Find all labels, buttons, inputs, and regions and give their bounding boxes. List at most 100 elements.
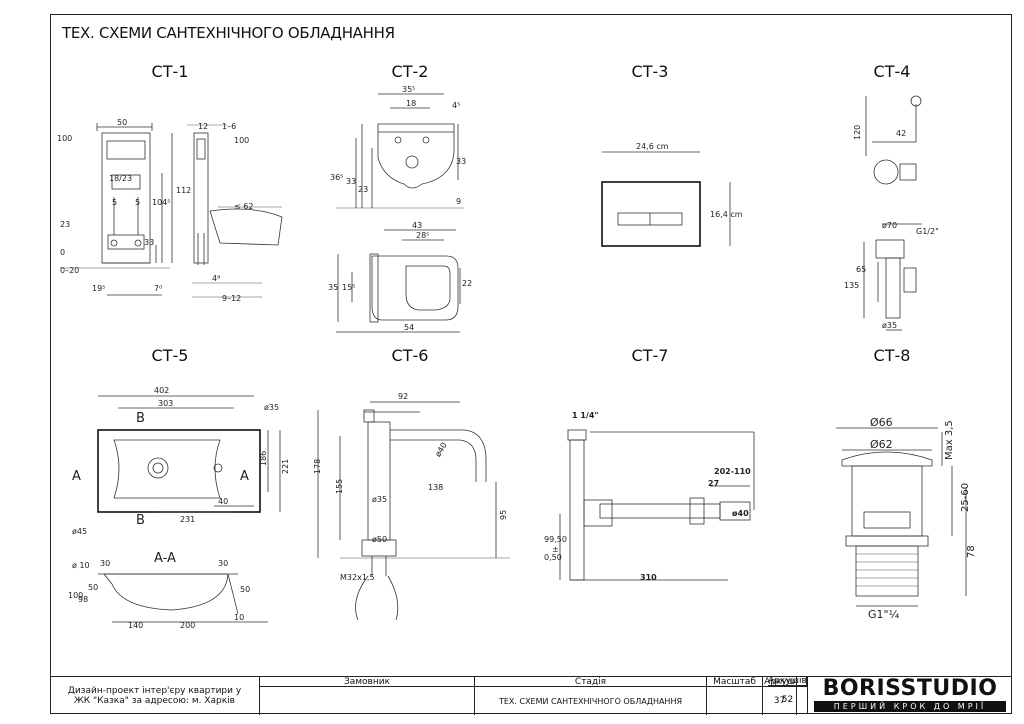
svg-text:221: 221 xyxy=(281,459,290,474)
svg-text:ø40: ø40 xyxy=(732,509,749,518)
svg-text:43: 43 xyxy=(412,221,422,230)
project-line-1: Дизайн-проект інтер'єру квартири у xyxy=(67,686,242,696)
svg-text:ø 10: ø 10 xyxy=(72,561,90,570)
svg-text:ø70: ø70 xyxy=(882,221,897,230)
svg-text:36⁵: 36⁵ xyxy=(330,173,343,182)
svg-text:40: 40 xyxy=(218,497,228,506)
svg-text:35: 35 xyxy=(328,283,338,292)
svg-text:42: 42 xyxy=(896,129,906,138)
svg-text:0,50: 0,50 xyxy=(544,553,562,562)
svg-text:100: 100 xyxy=(68,591,83,600)
svg-text:Ø62: Ø62 xyxy=(870,438,893,451)
svg-text:27: 27 xyxy=(708,479,719,488)
svg-text:303: 303 xyxy=(158,399,173,408)
scale-value xyxy=(707,687,763,715)
label-ct1: СТ-1 xyxy=(151,62,189,81)
svg-text:402: 402 xyxy=(154,386,169,395)
brand-tagline: ПЕРШИЙ КРОК ДО МРІЇ xyxy=(814,701,1006,712)
svg-text:18/23: 18/23 xyxy=(109,174,132,183)
svg-text:24,6 cm: 24,6 cm xyxy=(636,142,669,151)
sheet-frame xyxy=(50,14,1012,714)
label-ct4: СТ-4 xyxy=(873,62,911,81)
svg-text:50: 50 xyxy=(117,118,127,127)
svg-text:112: 112 xyxy=(176,186,191,195)
svg-text:1 1/4": 1 1/4" xyxy=(572,411,599,420)
svg-text:186: 186 xyxy=(259,451,268,466)
svg-text:ø45: ø45 xyxy=(72,527,87,536)
svg-text:19⁵: 19⁵ xyxy=(92,284,105,293)
svg-text:Max 3,5: Max 3,5 xyxy=(944,420,955,460)
svg-text:33: 33 xyxy=(456,157,466,166)
ct3-drawing: 24,6 cm 16,4 cm xyxy=(601,142,743,247)
svg-text:120: 120 xyxy=(853,125,862,140)
svg-text:18: 18 xyxy=(406,99,416,108)
svg-text:0: 0 xyxy=(60,248,65,257)
svg-text:78: 78 xyxy=(966,545,977,558)
label-ct6: СТ-6 xyxy=(391,346,429,365)
svg-text:±: ± xyxy=(552,545,559,554)
svg-text:5: 5 xyxy=(112,198,117,207)
svg-text:B: B xyxy=(136,411,145,426)
svg-text:G1/2": G1/2" xyxy=(916,227,939,236)
svg-text:ø35: ø35 xyxy=(372,495,387,504)
svg-text:33: 33 xyxy=(346,177,356,186)
svg-text:22: 22 xyxy=(462,279,472,288)
svg-text:135: 135 xyxy=(844,281,859,290)
svg-text:23: 23 xyxy=(60,220,70,229)
brand-name: BORISSTUDIO xyxy=(822,676,998,701)
header-total-sheets: Аркушів xyxy=(768,675,808,686)
svg-text:202-110: 202-110 xyxy=(714,467,751,476)
project-description: Дизайн-проект інтер'єру квартири у ЖК "К… xyxy=(50,677,260,715)
svg-text:G1"¼: G1"¼ xyxy=(868,608,900,621)
svg-text:104⁵: 104⁵ xyxy=(152,198,170,207)
svg-text:M32x1,5: M32x1,5 xyxy=(340,573,375,582)
svg-text:12: 12 xyxy=(198,122,208,131)
svg-text:Ø66: Ø66 xyxy=(870,416,893,429)
label-ct2: СТ-2 xyxy=(391,62,429,81)
svg-text:1–6: 1–6 xyxy=(222,122,236,131)
svg-text:33: 33 xyxy=(144,238,154,247)
svg-text:99,50: 99,50 xyxy=(544,535,567,544)
ct4-drawing: 120 42 ø70 G1/2" 65 135 ø35 xyxy=(844,95,939,331)
svg-text:4⁵: 4⁵ xyxy=(452,101,460,110)
svg-text:35⁵: 35⁵ xyxy=(402,85,415,94)
svg-text:4⁸: 4⁸ xyxy=(212,274,220,283)
label-ct7: СТ-7 xyxy=(631,346,669,365)
page-title: ТЕХ. СХЕМИ САНТЕХНІЧНОГО ОБЛАДНАННЯ xyxy=(62,24,395,42)
svg-text:5: 5 xyxy=(135,198,140,207)
svg-text:92: 92 xyxy=(398,392,408,401)
svg-text:178: 178 xyxy=(313,459,322,474)
svg-text:100: 100 xyxy=(234,136,249,145)
svg-text:A-A: A-A xyxy=(154,551,176,566)
header-sheets xyxy=(797,677,807,687)
label-ct5: СТ-5 xyxy=(151,346,189,365)
svg-text:231: 231 xyxy=(180,515,195,524)
svg-text:25-60: 25-60 xyxy=(960,483,971,512)
svg-text:15⁵: 15⁵ xyxy=(342,283,355,292)
label-ct3: СТ-3 xyxy=(631,62,669,81)
svg-text:155: 155 xyxy=(335,479,344,494)
ct6-drawing: 92 178 155 ø35 138 95 ø50 ø40 M32x1,5 xyxy=(313,392,510,621)
stage-value: ТЕХ. СХЕМИ САНТЕХНІЧНОГО ОБЛАДНАННЯ xyxy=(475,687,707,715)
project-line-2: ЖК "Казка" за адресою: м. Харків xyxy=(74,696,235,706)
header-sheet: Аркуш xyxy=(763,677,797,687)
svg-text:ø35: ø35 xyxy=(264,403,279,412)
svg-text:310: 310 xyxy=(640,573,657,582)
svg-text:B: B xyxy=(136,513,145,528)
total-sheets: 52 xyxy=(768,686,808,714)
svg-text:ø50: ø50 xyxy=(372,535,387,544)
svg-text:A: A xyxy=(240,469,249,484)
svg-text:≤ 62: ≤ 62 xyxy=(234,202,253,211)
svg-text:50: 50 xyxy=(88,583,98,592)
svg-text:50: 50 xyxy=(240,585,250,594)
customer-value xyxy=(260,687,475,715)
svg-text:A: A xyxy=(72,469,81,484)
ct8-drawing: Ø66 Ø62 Max 3,5 25-60 78 G1"¼ xyxy=(836,416,977,621)
svg-text:0–20: 0–20 xyxy=(60,266,79,275)
svg-text:9–12: 9–12 xyxy=(222,294,241,303)
svg-text:9: 9 xyxy=(456,197,461,206)
svg-text:ø40: ø40 xyxy=(433,441,448,459)
label-ct8: СТ-8 xyxy=(873,346,911,365)
svg-text:95: 95 xyxy=(499,510,508,520)
sheet-number: 37 xyxy=(763,687,797,715)
